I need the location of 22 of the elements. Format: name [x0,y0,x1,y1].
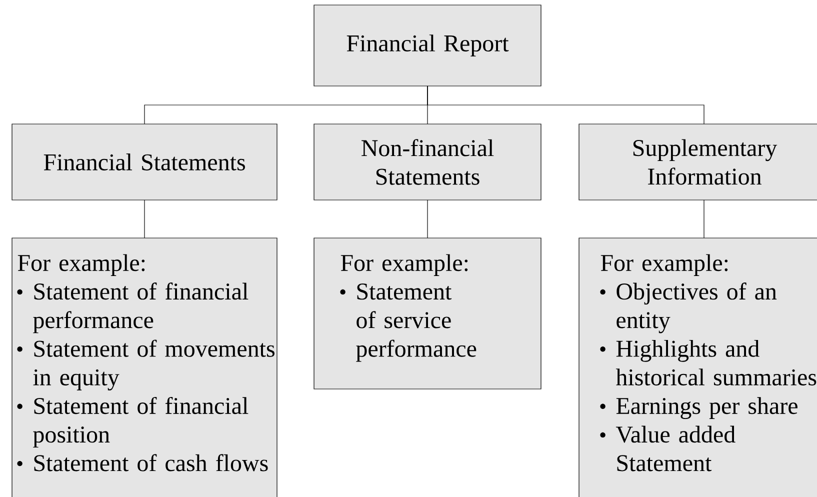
intro-text: For example: [340,254,468,276]
bullet-item: Statement of financial performance [17,282,248,334]
connector-line [427,200,428,238]
category-box: Non-financial Statements [314,124,542,200]
bullet-item: Highlights and historical summaries [600,340,816,386]
bullet-item: Value added Statement [600,426,736,472]
connector-line [144,200,145,238]
intro-text: For example: [18,254,145,276]
example-box [578,238,817,497]
bullet-item: Objectives of an entity [600,282,777,334]
bullet-item: Statement of cash flows [17,454,268,472]
category-box: Financial Report [314,4,542,86]
bullet-item: Statement of service performance [340,284,476,362]
connector-line [427,86,704,124]
bullet-item: Statement of financial position [17,396,248,448]
example-box [314,238,542,390]
category-box: Financial Statements [12,124,278,200]
bullet-item: Earnings per share [600,397,798,420]
example-box [12,238,278,497]
bullet-item: Statement of movements in equity [17,340,274,390]
intro-text: For example: [600,254,728,276]
category-box: Supplementary Information [578,124,817,200]
